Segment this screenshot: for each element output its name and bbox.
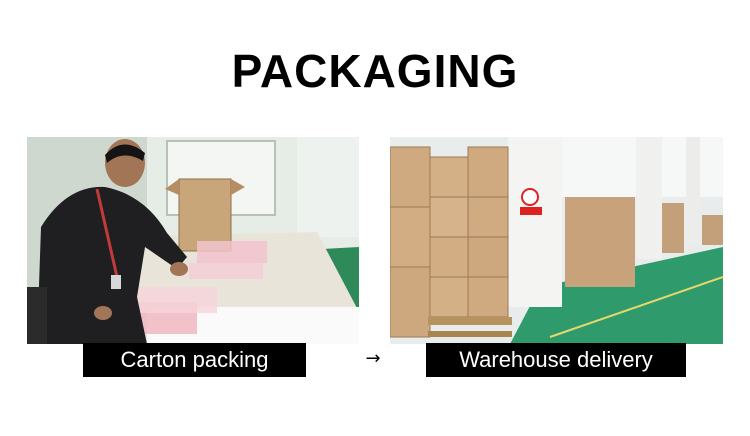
carton-packing-caption: Carton packing (83, 343, 306, 377)
right-arrow-icon: → (365, 348, 381, 369)
warehouse-delivery-photo (390, 137, 723, 344)
carton-packing-photo (27, 137, 359, 344)
warehouse-delivery-caption: Warehouse delivery (426, 343, 686, 377)
page-title: PACKAGING (231, 45, 519, 97)
